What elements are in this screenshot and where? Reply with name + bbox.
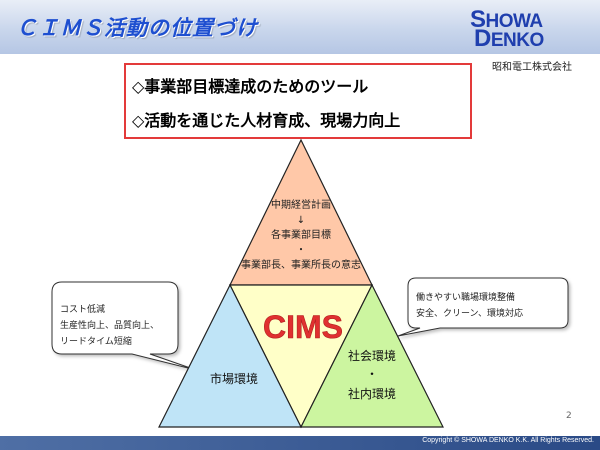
page-title: ＣＩＭＳ活動の位置づけ: [16, 16, 258, 40]
right-text-line: ・: [366, 367, 378, 381]
top-text-line: ・: [296, 245, 306, 256]
objectives-box: ◇事業部目標達成のためのツール ◇活動を通じた人材育成、現場力向上: [124, 63, 472, 139]
right-text-line: 社内環境: [348, 386, 396, 401]
callout-left-bubble: [51, 281, 197, 371]
callout-right-text: 働きやすい職場環境整備 安全、クリーン、環境対応: [416, 290, 523, 322]
callout-line: リードタイム短縮: [60, 337, 132, 347]
left-triangle: [158, 283, 302, 428]
footer-band: Copyright © SHOWA DENKO K.K. All Rights …: [0, 436, 600, 450]
callout-right-bubble: [397, 277, 569, 337]
right-triangle: [300, 283, 444, 428]
top-text-line: ↓: [297, 215, 305, 226]
top-text-line: 各事業部目標: [271, 228, 331, 241]
callout-line: コスト低減: [60, 305, 106, 315]
page-number: 2: [566, 411, 572, 421]
objective-item: ◇事業部目標達成のためのツール: [132, 77, 369, 96]
cims-center-label: CIMS: [263, 309, 343, 345]
callout-line: 生産性向上、品質向上、: [60, 321, 160, 331]
market-environment-label: 市場環境: [210, 371, 258, 386]
copyright-text: Copyright © SHOWA DENKO K.K. All Rights …: [422, 437, 594, 444]
objective-item: ◇活動を通じた人材育成、現場力向上: [132, 111, 401, 130]
callout-left-text: コスト低減 生産性向上、品質向上、 リードタイム短縮: [60, 302, 159, 350]
callout-line: 安全、クリーン、環境対応: [416, 309, 524, 319]
top-text-line: 中期経営計画: [271, 198, 331, 211]
showa-denko-logo: SHOWA DENKO: [470, 8, 590, 52]
right-text-line: 社会環境: [348, 348, 396, 363]
callout-line: 働きやすい職場環境整備: [416, 293, 516, 303]
header-band: ＣＩＭＳ活動の位置づけ SHOWA DENKO: [0, 0, 600, 54]
company-name: 昭和電工株式会社: [492, 62, 572, 73]
logo-line-2: DENKO: [474, 25, 544, 52]
logo-line-1: SHOWA: [470, 6, 543, 33]
top-text-line: 事業部長、事業所長の意志: [241, 258, 361, 271]
